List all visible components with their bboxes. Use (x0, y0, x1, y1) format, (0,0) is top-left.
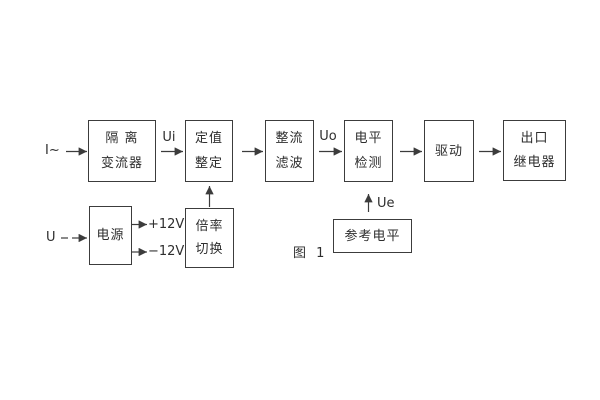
block-label-line: 电平 (354, 131, 383, 147)
block-isolation-transformer: 隔 离 变流器 (88, 120, 156, 182)
block-setting-adjustment: 定值 整定 (185, 120, 233, 182)
block-power-supply: 电源 (89, 206, 132, 265)
block-label-line: 继电器 (513, 155, 556, 170)
input-voltage-label: U (46, 230, 56, 245)
block-label-line: 切换 (195, 242, 224, 258)
block-label-line: 定值 (194, 131, 223, 147)
block-label-line: 出口 (520, 131, 549, 146)
block-reference-level: 参考电平 (333, 219, 412, 253)
block-label-line: 变流器 (100, 155, 143, 171)
figure-caption: 图 1 (293, 246, 328, 261)
supply-neg12v-label: −12V (148, 244, 185, 259)
block-ratio-switch: 倍率 切换 (185, 208, 234, 268)
block-output-relay: 出口 继电器 (503, 120, 566, 181)
signal-uo-label: Uo (319, 129, 337, 144)
block-label-line: 隔 离 (105, 131, 139, 147)
block-label-line: 倍率 (195, 218, 224, 234)
block-label-line: 参考电平 (344, 228, 401, 244)
block-label-line: 电源 (96, 228, 125, 243)
block-label-line: 滤波 (275, 155, 304, 171)
input-current-label: I~ (45, 143, 60, 158)
supply-pos12v-label: +12V (148, 217, 185, 232)
block-label-line: 整流 (275, 131, 304, 147)
block-label-line: 整定 (194, 155, 223, 171)
signal-ui-label: Ui (162, 130, 176, 145)
signal-ue-label: Ue (377, 196, 395, 211)
block-level-detection: 电平 检测 (344, 120, 393, 182)
block-label-line: 驱动 (434, 143, 463, 159)
block-label-line: 检测 (354, 155, 383, 171)
block-rectifier-filter: 整流 滤波 (265, 120, 314, 182)
block-driver: 驱动 (424, 120, 474, 182)
